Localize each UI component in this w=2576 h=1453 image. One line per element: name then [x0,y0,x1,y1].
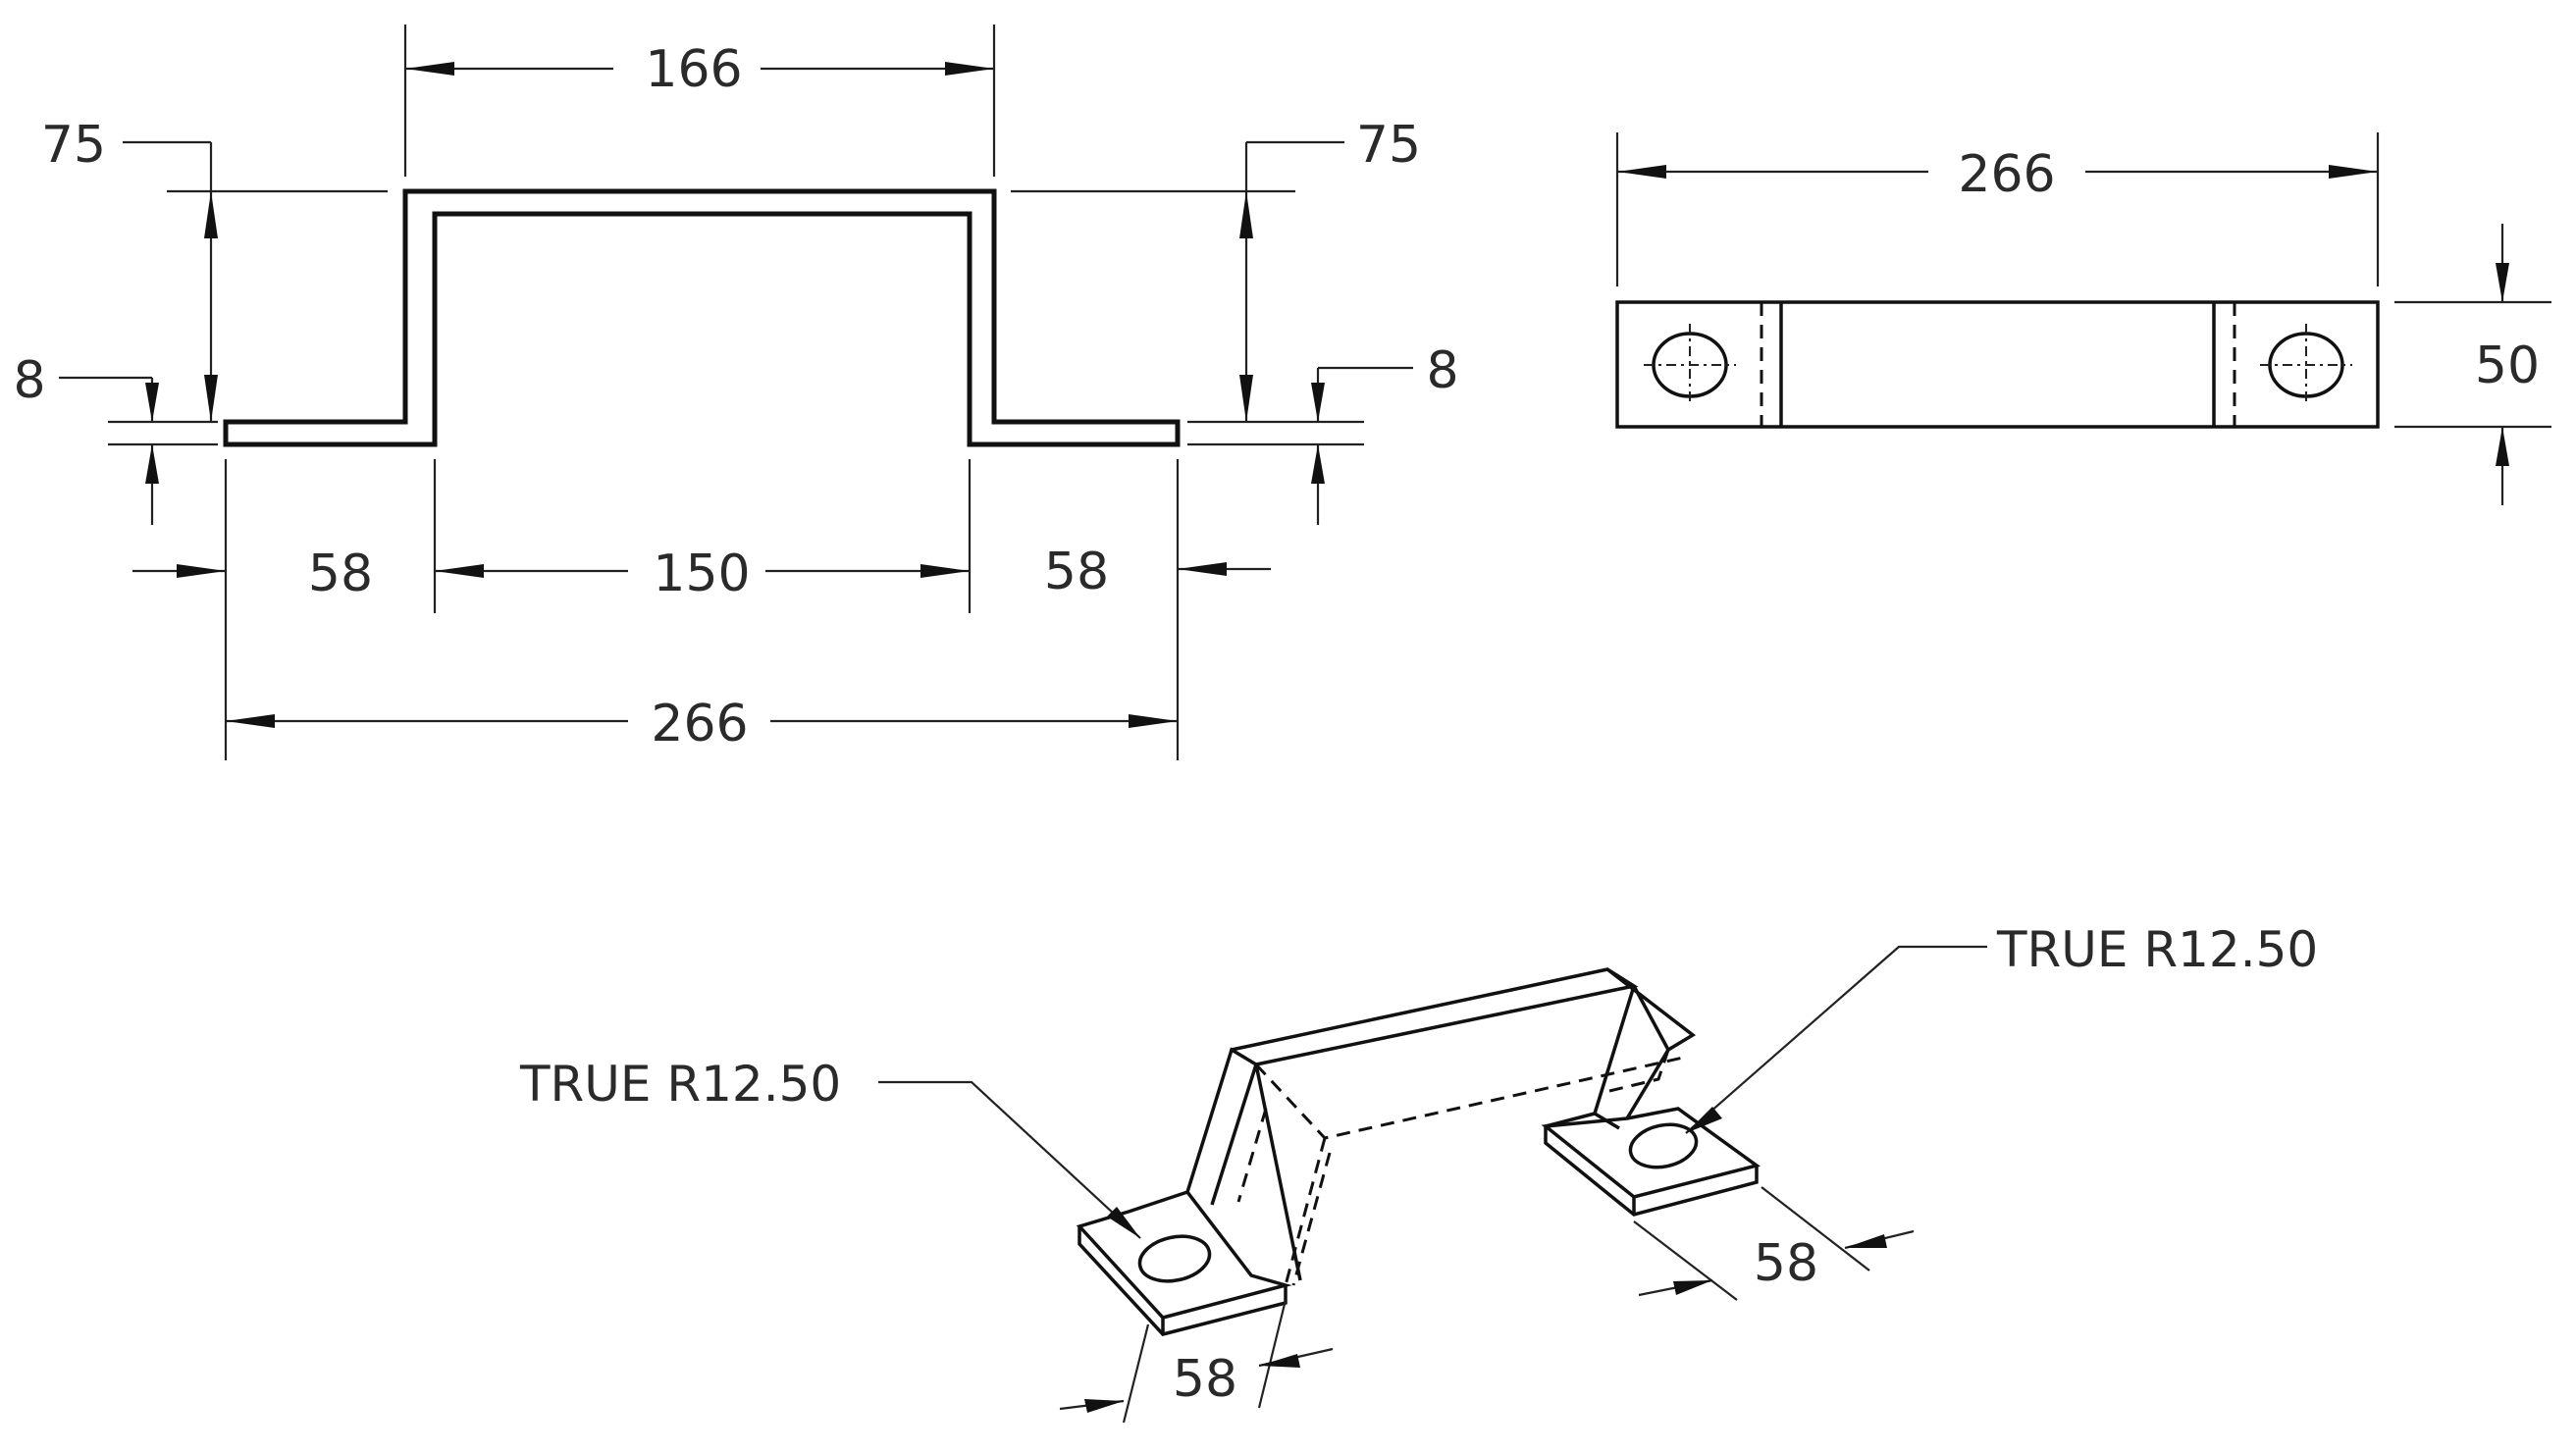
iso-note-right: TRUE R12.50 [1685,921,2318,1134]
iso-right-foot [1541,1107,1761,1217]
iso-dimension-right: 58 [1633,1186,1915,1301]
dimension-right-height: 75 [1239,116,1421,422]
top-view-outline [1615,300,2380,429]
isometric-view: TRUE R12.50 TRUE R12.50 58 58 [519,921,2318,1424]
top-view-dimension-length-label: 266 [1958,145,2055,204]
iso-note-left-label: TRUE R12.50 [519,1056,841,1113]
dimension-inner-width-label: 150 [653,545,750,603]
iso-hidden-lines [1236,1049,1684,1286]
dimension-left-thickness-label: 8 [13,351,45,410]
top-view-dimension-width-label: 50 [2475,337,2540,395]
dimension-overall-length: 266 [226,695,1178,753]
dimension-left-height: 75 [41,116,218,422]
iso-dimension-left: 58 [1059,1299,1334,1424]
top-view: 266 50 [1615,132,2551,505]
iso-note-right-label: TRUE R12.50 [1996,921,2318,978]
dimension-right-flange-label: 58 [1044,543,1109,601]
front-view: 166 75 75 8 [13,25,1459,760]
iso-dimension-right-label: 58 [1754,1234,1818,1293]
dimension-right-thickness: 8 [1311,341,1459,525]
dimension-right-thickness-label: 8 [1426,341,1458,400]
dimension-top-width: 166 [405,40,994,99]
dimension-left-flange-label: 58 [308,545,373,603]
top-view-dimension-length: 266 [1615,132,2380,286]
dimension-right-height-label: 75 [1356,116,1421,175]
dimension-top-width-label: 166 [645,40,742,99]
front-view-profile [223,188,1181,447]
left-hole [1644,324,1736,406]
dimension-left-height-label: 75 [41,116,106,175]
right-hole [2260,324,2352,406]
dimension-flanges-row: 58 150 58 [132,543,1271,603]
iso-dimension-left-label: 58 [1173,1350,1237,1409]
iso-top-web [1231,967,1697,1066]
top-view-dimension-width: 50 [2394,224,2551,505]
iso-left-upright [1185,1047,1302,1281]
iso-note-left: TRUE R12.50 [519,1056,1141,1239]
iso-right-upright [1545,985,1670,1130]
iso-left-hole [1137,1234,1212,1283]
dimension-overall-length-label: 266 [651,695,748,753]
iso-right-hole [1628,1122,1699,1169]
front-view-extension-lines [108,25,1364,760]
dimension-left-thickness: 8 [13,351,159,525]
